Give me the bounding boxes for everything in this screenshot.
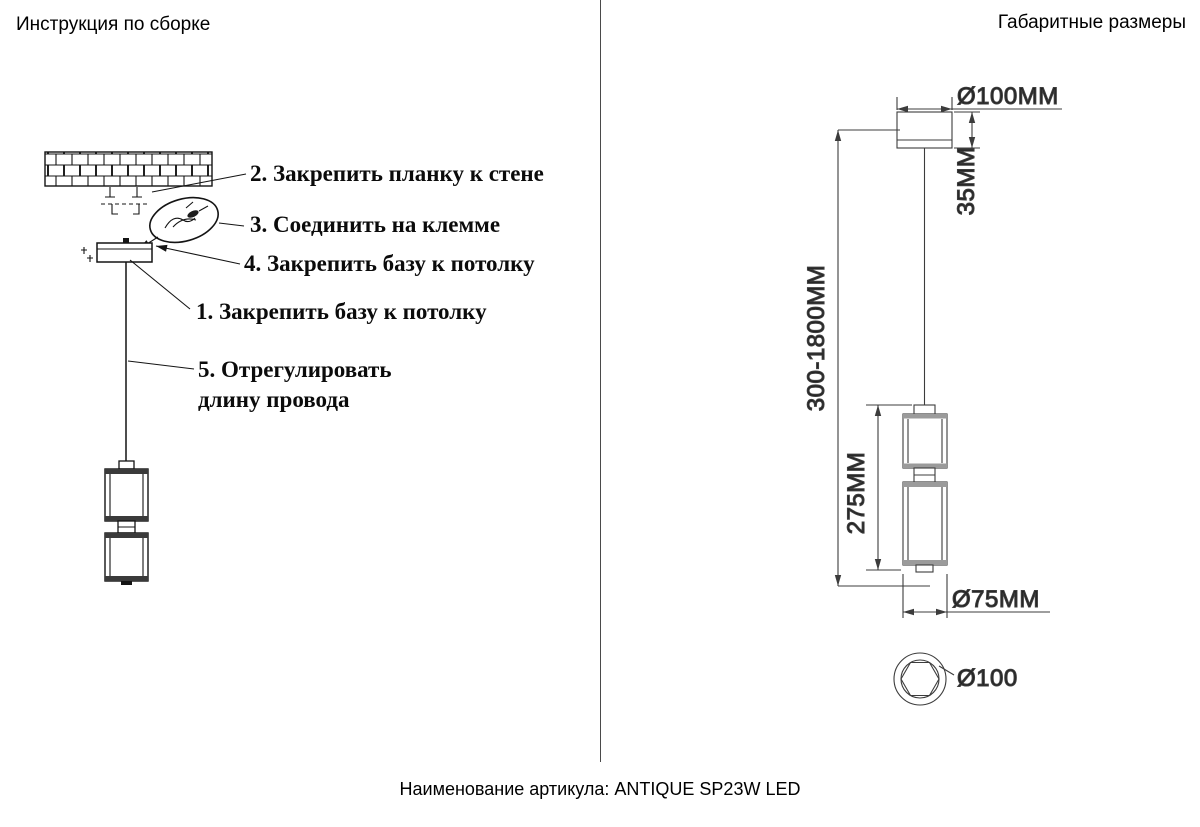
- dim-cap-height-label: 35MM: [953, 147, 980, 216]
- step-5-label-line1: 5. Отрегулировать: [198, 357, 392, 382]
- dim-suspension-range: 300-1800MM: [802, 129, 930, 587]
- panel-divider: [600, 0, 601, 762]
- dim-lamp-height-label: 275MM: [843, 452, 870, 535]
- dim-lamp-height: 275MM: [842, 404, 912, 571]
- ceiling-canopy: [81, 238, 153, 263]
- dim-suspension-range-label: 300-1800MM: [803, 265, 830, 411]
- leader-lines: [127, 173, 247, 370]
- ceiling-cap: [896, 111, 953, 149]
- dim-top-diameter: Ø100MM: [896, 82, 1062, 113]
- dimensions-title: Габаритные размеры: [997, 12, 1186, 33]
- assembly-title: Инструкция по сборке: [16, 14, 211, 35]
- dim-top-diameter-label: Ø100MM: [957, 83, 1059, 110]
- bottom-view: Ø100: [893, 652, 1018, 706]
- ceiling-bricks: [44, 151, 213, 187]
- assembly-drawing: 2. Закрепить планку к стене 3. Соединить…: [44, 151, 544, 585]
- article-name: Наименование артикула: ANTIQUE SP23W LED: [399, 779, 801, 799]
- dim-bottom-diameter-label: Ø100: [957, 665, 1018, 692]
- step-5-label-line2: длину провода: [198, 387, 350, 412]
- step-4-label: 4. Закрепить базу к потолку: [244, 251, 535, 276]
- mounting-bracket: [101, 187, 149, 215]
- step-1-label: 1. Закрепить базу к потолку: [196, 299, 487, 324]
- dim-cap-height: 35MM: [952, 111, 981, 216]
- dim-lamp-diameter-label: Ø75MM: [952, 586, 1040, 613]
- step-2-label: 2. Закрепить планку к стене: [250, 161, 544, 186]
- wire-clamp-callout: [138, 196, 219, 250]
- dim-lamp-diameter: Ø75MM: [902, 574, 1050, 618]
- dimensions-drawing: Ø100MM 35MM 300-1800MM 275MM: [802, 82, 1062, 706]
- lamp-body-dim: [902, 404, 948, 573]
- lamp-body: [104, 460, 149, 585]
- step-3-label: 3. Соединить на клемме: [250, 212, 500, 237]
